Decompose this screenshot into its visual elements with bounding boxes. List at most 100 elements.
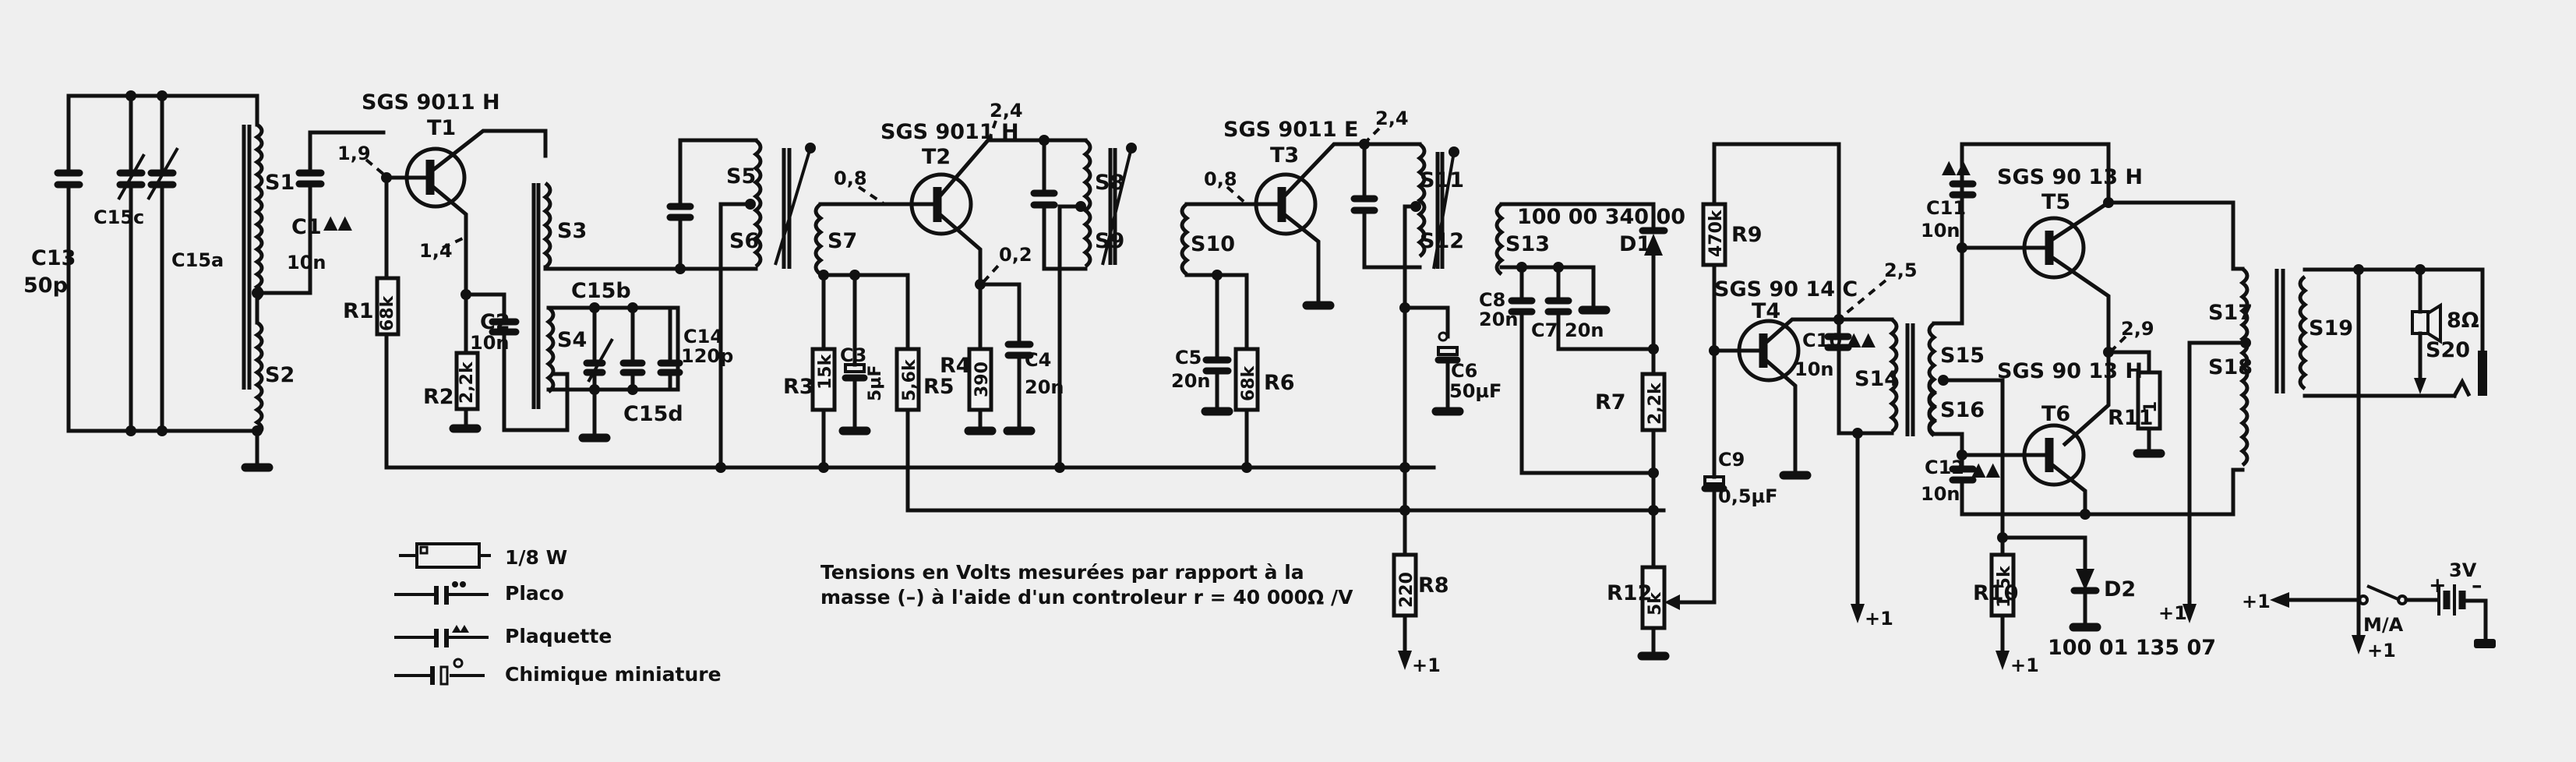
oscillator-section: S3 S4 C15b C15d C14 120p S5 S6 <box>531 138 816 473</box>
t3-part: SGS 9011 E <box>1223 118 1358 142</box>
c5-label: C5 <box>1175 347 1202 369</box>
c2-value: 10n <box>470 332 509 354</box>
s14-label: S14 <box>1854 367 1899 391</box>
legend-item-resistor: 1/8 W <box>505 546 567 569</box>
c7-label: C7 <box>1531 319 1558 341</box>
c3-value: 5µF <box>866 365 885 401</box>
battery-plus: + <box>2429 573 2447 598</box>
c1-value: 10n <box>287 252 326 273</box>
legend-resistor-icon <box>415 542 481 569</box>
c15a-label: C15a <box>171 249 224 271</box>
s9-label: S9 <box>1095 229 1124 253</box>
c12-value: 10n <box>1921 483 1960 505</box>
s16-label: S16 <box>1940 398 1985 422</box>
legend-chimique-icon <box>453 658 464 669</box>
plaquette-mark-icon: ▲▲ <box>1942 156 1971 178</box>
r4-label: R4 <box>940 354 971 378</box>
t3-transistor-icon <box>1254 172 1318 236</box>
legend-item-plaquette: Plaquette <box>505 625 612 647</box>
r8-value: 220 <box>1397 572 1417 608</box>
battery-voltage: 3V <box>2449 559 2477 581</box>
s12-label: S12 <box>1420 229 1464 253</box>
r2-value: 2,2k <box>457 361 477 404</box>
r2-label: R2 <box>423 385 454 409</box>
r6-value: 68k <box>1239 365 1258 401</box>
d2-part: 100 01 135 07 <box>2048 636 2216 660</box>
t3-base-voltage: 0,8 <box>1204 168 1237 190</box>
s2-label: S2 <box>265 363 295 387</box>
c10-value: 10n <box>1794 358 1833 380</box>
c7-value: 20n <box>1565 319 1604 341</box>
t5-part: SGS 90 13 H <box>1997 165 2143 189</box>
r12-label: R12 <box>1607 581 1652 605</box>
r1-label: R1 <box>343 299 374 323</box>
c13-label: C13 <box>31 246 76 270</box>
r11-label: R11 <box>2108 406 2153 430</box>
r7-value: 2,2k <box>1646 382 1665 425</box>
r10-value: 1,5k <box>1995 565 2014 608</box>
t2-base-voltage: 0,8 <box>834 168 867 189</box>
d1-part: 100 00 340 00 <box>1517 205 1685 229</box>
c9-value: 0,5µF <box>1718 485 1778 507</box>
c11-value: 10n <box>1921 220 1960 242</box>
s6-label: S6 <box>729 229 759 253</box>
r8-label: R8 <box>1418 573 1449 598</box>
c6-label: C6 <box>1451 360 1477 382</box>
s4-label: S4 <box>557 328 587 352</box>
t4-collector-voltage: 2,5 <box>1884 259 1918 281</box>
t1-base-voltage: 1,9 <box>337 143 371 164</box>
t4-supply-label: +1 <box>1865 608 1893 630</box>
s3-label: S3 <box>557 219 587 243</box>
c8-label: C8 <box>1479 289 1505 311</box>
plaquette-mark-icon: ▲▲ <box>1847 328 1876 350</box>
t2-part: SGS 9011 H <box>880 120 1019 144</box>
s19-supply-label: +1 <box>2367 640 2396 661</box>
r5-value: 5,6k <box>900 358 919 401</box>
r10-label: R10 <box>1973 581 2018 605</box>
speaker-icon <box>2411 310 2430 335</box>
d1-label: D1 <box>1619 232 1651 256</box>
c15d-label: C15d <box>623 402 683 426</box>
r3-value: 15k <box>816 353 835 390</box>
c5-value: 20n <box>1171 370 1210 392</box>
c1-label: C1 <box>291 215 322 239</box>
c11-label: C11 <box>1926 197 1966 219</box>
c14-value: 120p <box>681 345 733 367</box>
t5-ref: T5 <box>2041 190 2070 214</box>
d2-label: D2 <box>2104 577 2136 601</box>
c10-label: C10 <box>1802 330 1842 351</box>
t2-stage: SGS 9011 H T2 0,8 2,4 0,2 S7 R3 15k C3 5… <box>783 100 1666 513</box>
r10-supply-label: +1 <box>2010 654 2039 676</box>
t2-ref: T2 <box>922 145 951 169</box>
s19-label: S19 <box>2309 316 2353 340</box>
c15b-label: C15b <box>571 279 631 303</box>
r4-value: 390 <box>972 362 992 397</box>
headphone-jack-icon <box>2478 351 2487 396</box>
c14-label: C14 <box>683 326 723 347</box>
plaquette-mark-icon: ▲▲ <box>1971 458 2000 480</box>
t1-part: SGS 9011 H <box>362 90 500 115</box>
legend-plaquette-icon <box>452 625 469 633</box>
power-supply: +1 M/A 3V + – <box>2242 559 2496 648</box>
c4-label: C4 <box>1025 349 1051 371</box>
s13-label: S13 <box>1505 232 1550 256</box>
r12-value: 5k <box>1646 591 1665 616</box>
on-off-switch[interactable] <box>2366 584 2401 601</box>
c8-value: 20n <box>1479 309 1518 330</box>
t1-stage: SGS 9011 H T1 1,9 1,4 R1 68k R2 2,2k C2 … <box>337 90 1436 470</box>
note-line-2: masse (–) à l'aide d'un controleur r = 4… <box>820 586 1353 609</box>
t3-ref: T3 <box>1270 143 1299 168</box>
r6-label: R6 <box>1264 371 1295 395</box>
output-mid-voltage: 2,9 <box>2121 318 2154 340</box>
r5-resistor <box>895 347 921 412</box>
c4-value: 20n <box>1025 376 1064 398</box>
c9-label: C9 <box>1718 449 1745 471</box>
legend-item-chimique: Chimique miniature <box>505 663 722 686</box>
t4-driver-stage: SGS 90 14 C T4 R9 470k C10 10n ▲▲ 2,5 S1… <box>1701 142 1918 630</box>
r5-label: R5 <box>923 375 955 399</box>
switch-rail-label: +1 <box>2242 591 2271 612</box>
r8-supply-label: +1 <box>1412 654 1441 676</box>
c6-value: 50µF <box>1449 380 1501 402</box>
legend: 1/8 W Placo Plaquette Chimique miniature <box>394 542 722 686</box>
